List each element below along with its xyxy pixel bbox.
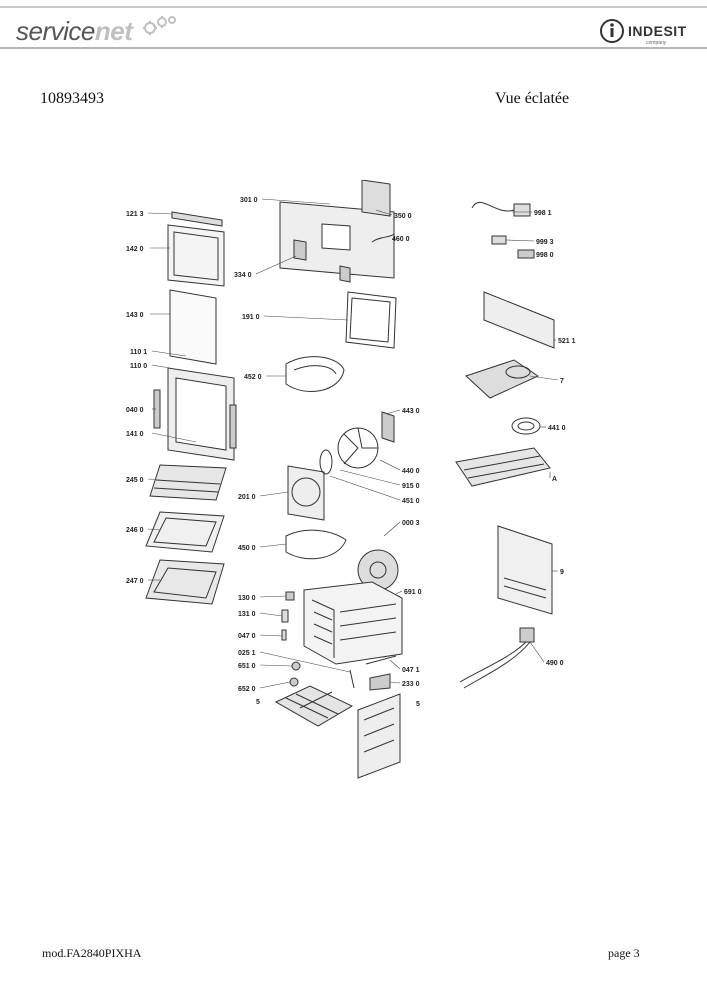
part-label: 521 1 <box>558 338 576 345</box>
deep-tray <box>145 559 225 605</box>
part-label: 460 0 <box>392 236 410 243</box>
part-label: 999 3 <box>536 239 554 246</box>
part-label: 000 3 <box>402 520 420 527</box>
part-label: 121 3 <box>126 211 144 218</box>
control-panel <box>279 201 395 279</box>
leader-lines <box>147 198 559 689</box>
part-label: 450 0 <box>238 545 256 552</box>
rear-panel <box>357 693 401 779</box>
header-top-line <box>0 6 707 8</box>
door-outer-glass <box>167 224 225 287</box>
part-label: 201 0 <box>238 494 256 501</box>
exploded-view-diagram: 121 3 142 0 143 0 110 1 110 0 040 0 141 … <box>126 180 576 779</box>
wiring-harness <box>371 233 395 243</box>
part-label: 334 0 <box>234 272 252 279</box>
fan-cover <box>287 465 325 521</box>
bottom-grid <box>274 685 354 727</box>
part-label: 915 0 <box>402 483 420 490</box>
part-label: 040 0 <box>126 407 144 414</box>
door-top-trim <box>171 211 223 227</box>
fan-motor-housing <box>465 359 540 399</box>
knob <box>293 239 351 283</box>
cavity-fittings <box>281 591 397 691</box>
part-label: 490 0 <box>546 660 564 667</box>
part-label: 651 0 <box>238 663 256 670</box>
part-label: 691 0 <box>404 589 422 596</box>
grill-element <box>285 356 345 392</box>
control-board <box>483 291 555 349</box>
part-label: 452 0 <box>244 374 262 381</box>
programmer-module <box>361 180 391 217</box>
part-label: 131 0 <box>238 611 256 618</box>
part-label: 141 0 <box>126 431 144 438</box>
header-bottom-line <box>0 47 707 49</box>
oven-shelf-right <box>455 447 551 487</box>
side-panel <box>497 525 553 615</box>
circular-heater <box>511 417 541 435</box>
brand-subtitle: company <box>646 40 667 46</box>
wire-shelf <box>149 464 227 501</box>
part-label: 451 0 <box>402 498 420 505</box>
small-modules <box>491 235 535 259</box>
brand-name: INDESIT <box>628 23 687 39</box>
part-label: 143 0 <box>126 312 144 319</box>
part-label: 350 0 <box>394 213 412 220</box>
part-label: 5 <box>256 699 260 706</box>
door-frame <box>153 367 237 461</box>
part-label: 441 0 <box>548 425 566 432</box>
document-title: Vue éclatée <box>495 90 570 107</box>
part-label: 246 0 <box>126 527 144 534</box>
shallow-tray <box>145 511 225 553</box>
part-label: 301 0 <box>240 197 258 204</box>
part-label: 191 0 <box>242 314 260 321</box>
indesit-logo-icon <box>600 19 624 43</box>
part-labels: 121 3 142 0 143 0 110 1 110 0 040 0 141 … <box>126 197 576 708</box>
part-label: 998 0 <box>536 252 554 259</box>
part-label: 130 0 <box>238 595 256 602</box>
oven-gasket <box>345 291 397 349</box>
part-label: 110 0 <box>130 363 147 370</box>
bottom-element <box>285 529 347 560</box>
part-label: 998 1 <box>534 210 552 217</box>
door-inner-glass <box>169 289 217 365</box>
part-label: 142 0 <box>126 246 144 253</box>
terminal-block <box>459 627 535 689</box>
part-label: 245 0 <box>126 477 144 484</box>
part-label: 047 0 <box>238 633 256 640</box>
part-label: 443 0 <box>402 408 420 415</box>
part-label: A <box>552 476 557 483</box>
part-label: 110 1 <box>130 349 147 356</box>
oven-cavity <box>303 581 403 665</box>
part-label: 652 0 <box>238 686 256 693</box>
part-label: 5 <box>416 701 420 708</box>
circular-element <box>319 449 333 475</box>
document-number: 10893493 <box>40 90 104 107</box>
part-label: 233 0 <box>402 681 420 688</box>
part-label: 247 0 <box>126 578 144 585</box>
part-label: 9 <box>560 569 564 576</box>
model-number: mod.FA2840PIXHA <box>42 946 142 960</box>
page-header: servicenet INDESIT company <box>0 0 707 50</box>
page-number: page 3 <box>608 946 640 960</box>
part-label: 7 <box>560 378 564 385</box>
power-cable <box>471 201 531 217</box>
part-label: 025 1 <box>238 650 256 657</box>
part-label: 047 1 <box>402 667 420 674</box>
servicenet-logo: servicenet <box>16 16 133 46</box>
fan-assembly <box>337 411 395 469</box>
gears-icon <box>143 16 176 35</box>
part-label: 440 0 <box>402 468 420 475</box>
